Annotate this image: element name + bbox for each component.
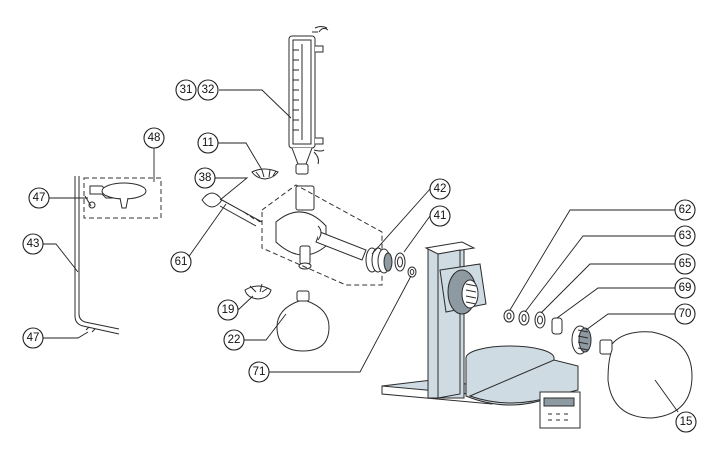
callout-62: 62	[674, 199, 696, 221]
callout-62-label: 62	[679, 204, 692, 216]
callout-22-label: 22	[228, 334, 241, 346]
callout-70: 70	[674, 303, 696, 325]
callout-41: 41	[429, 205, 451, 227]
callout-38-label: 38	[199, 172, 212, 184]
callout-42-label: 42	[434, 183, 447, 195]
small-round-flask	[276, 290, 330, 352]
callout-69-label: 69	[679, 282, 692, 294]
callout-47-lower-label: 47	[27, 332, 40, 344]
callout-32: 32	[197, 79, 219, 101]
exploded-group-outline	[261, 184, 383, 286]
rotary-evaporator-body	[381, 241, 581, 429]
callout-15-label: 15	[680, 416, 693, 428]
callout-70-label: 70	[679, 308, 692, 320]
callout-61-label: 61	[175, 256, 188, 268]
callout-43-label: 43	[27, 238, 40, 250]
callout-48: 48	[143, 127, 165, 149]
callout-69: 69	[674, 277, 696, 299]
callout-42: 42	[429, 178, 451, 200]
callout-47-upper: 47	[28, 187, 50, 209]
callout-11-label: 11	[202, 137, 214, 149]
callout-71: 71	[248, 361, 270, 383]
vapor-duct-assembly	[201, 185, 367, 270]
large-round-flask	[599, 331, 693, 419]
callout-71-label: 71	[253, 366, 266, 378]
seal-ring-assembly	[365, 247, 406, 274]
leader-lines	[43, 89, 679, 413]
callout-41-label: 41	[434, 210, 447, 222]
callout-19: 19	[217, 299, 239, 321]
callout-11: 11	[197, 132, 219, 154]
callout-65: 65	[674, 253, 696, 275]
support-rod-stand	[74, 176, 147, 335]
callout-15: 15	[675, 411, 697, 433]
small-seal-ring	[407, 266, 417, 278]
callout-65-label: 65	[679, 258, 692, 270]
callout-32-label: 32	[202, 84, 215, 96]
callout-63-label: 63	[679, 230, 692, 242]
callout-63: 63	[674, 225, 696, 247]
clamp-clip	[251, 168, 279, 180]
callout-31-label: 31	[180, 84, 193, 96]
callout-22: 22	[223, 329, 245, 351]
callout-48-label: 48	[148, 132, 161, 144]
flask-clip	[244, 283, 272, 300]
callout-61: 61	[170, 251, 192, 273]
callout-47-upper-label: 47	[33, 192, 46, 204]
callout-31: 31	[175, 79, 197, 101]
clamp-group-outline	[83, 177, 162, 219]
callout-47-lower: 47	[22, 327, 44, 349]
callout-38: 38	[194, 167, 216, 189]
callout-43: 43	[22, 233, 44, 255]
callout-19-label: 19	[222, 304, 235, 316]
condenser	[288, 26, 329, 175]
